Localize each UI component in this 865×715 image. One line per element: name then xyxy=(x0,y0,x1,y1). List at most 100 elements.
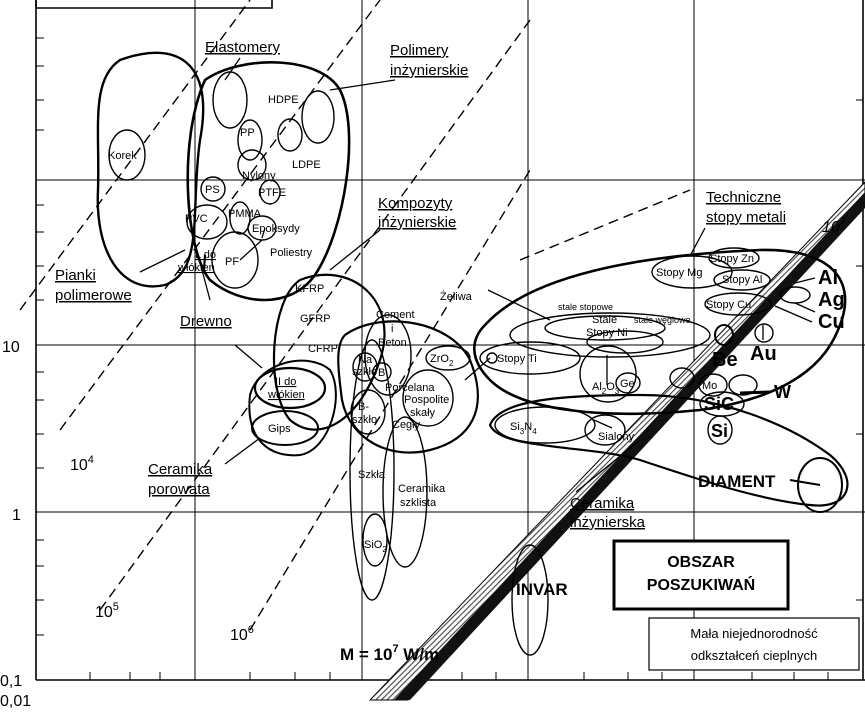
mat-pf: PF xyxy=(225,256,239,268)
mat-pospolite-1: Pospolite xyxy=(404,394,449,406)
obszar-box: OBSZAR POSZUKIWAŃ xyxy=(612,539,790,611)
el-diament: DIAMENT xyxy=(698,472,776,491)
mat-ps: PS xyxy=(205,184,220,196)
label-ceramika-inz-2: inżynierska xyxy=(570,514,646,531)
mat-stale-stopowe: stale stopowe xyxy=(558,302,613,312)
el-si: Si xyxy=(711,421,728,441)
mat-gips: Gips xyxy=(268,423,291,435)
mat-zro2: ZrO2 xyxy=(430,353,454,368)
mat-l-wlokien-1: L do xyxy=(195,249,216,261)
label-drewno: Drewno xyxy=(180,313,232,330)
m-label: M = 107 W/m xyxy=(340,643,439,664)
iso-label-1e5: 105 xyxy=(95,601,119,621)
mat-stale-weglowe: stale węglowe xyxy=(634,315,691,325)
label-pianki-1: Pianki xyxy=(55,267,96,284)
mat-stopy-mg: Stopy Mg xyxy=(656,267,702,279)
mat-stopy-ti: Stopy Ti xyxy=(497,353,537,365)
envelope-metale xyxy=(473,248,847,416)
mat-cegly: Cegły xyxy=(392,419,421,431)
iso-label-1e4: 104 xyxy=(70,454,94,474)
envelope-kompozyty xyxy=(272,273,386,431)
mat-ceramika-sz-2: szklista xyxy=(400,497,437,509)
plot-frame xyxy=(35,0,865,681)
mat-sialony: Sialony xyxy=(598,431,635,443)
mat-sio2: SiO2 xyxy=(364,539,387,554)
mat-stopy-cu: Stopy Cu xyxy=(706,299,751,311)
label-ceramika-inz-1: Ceramika xyxy=(570,495,635,512)
mat-al2o3: Al2O3 xyxy=(592,381,620,396)
mat-cement-2: i xyxy=(391,323,393,335)
m-iso-band-dark xyxy=(394,192,865,700)
mat-pp: PP xyxy=(240,127,255,139)
mat-b-szklo-1: B- xyxy=(358,401,369,413)
obszar-line-2: POSZUKIWAŃ xyxy=(647,575,755,594)
mat-stale: Stale xyxy=(592,314,617,326)
mat-ptfe: PTFE xyxy=(258,187,286,199)
mala-line-1: Mała niejednorodność xyxy=(690,626,818,641)
mat-epoksydy: Epoksydy xyxy=(252,223,300,235)
el-invar: INVAR xyxy=(516,580,568,599)
iso-label-1e7: 107 xyxy=(822,216,847,236)
el-au: Au xyxy=(750,343,777,365)
el-ag: Ag xyxy=(818,289,845,311)
label-ceramika-por-1: Ceramika xyxy=(148,461,213,478)
label-polimery-1: Polimery xyxy=(390,42,449,59)
mala-line-2: odkształceń cieplnych xyxy=(691,648,817,663)
axis-labels: 10 1 0,1 0,01 xyxy=(0,339,31,710)
x-tick-001: 0,01 xyxy=(0,693,31,710)
mat-si3n4: Si3N4 xyxy=(510,421,537,436)
mat-cement-1: Cement xyxy=(376,309,415,321)
y-tick-1: 1 xyxy=(12,507,21,524)
mat-pmma: PMMA xyxy=(228,208,262,220)
mat-stopy-ni: Stopy Ni xyxy=(586,327,628,339)
mat-szkla: Szkła xyxy=(358,469,386,481)
label-kompozyty-2: inżynierskie xyxy=(378,214,456,231)
mat-gfrp: GFRP xyxy=(300,313,331,325)
envelope-drewno xyxy=(248,359,337,457)
iso-labels: 104 105 106 107 xyxy=(70,216,847,644)
el-al: Al xyxy=(818,267,838,289)
mala-box: Mała niejednorodność odkształceń cieplny… xyxy=(648,617,860,671)
leader-lines xyxy=(139,57,821,493)
element-labels: Al Ag Cu Au Be SiC W Si DIAMENT INVAR xyxy=(516,267,845,599)
mat-pvc: PVC xyxy=(185,213,208,225)
label-ceramika-por-2: porowata xyxy=(148,481,210,498)
family-labels: Elastomery Polimery inżynierskie Kompozy… xyxy=(55,39,786,531)
mat-pospolite-2: skały xyxy=(410,407,436,419)
iso-label-1e6: 106 xyxy=(230,624,254,644)
mat-ge: Ge xyxy=(620,378,635,390)
family-envelopes xyxy=(96,51,849,507)
envelope-pianki xyxy=(96,51,205,288)
envelope-ceramika xyxy=(337,320,479,454)
el-be: Be xyxy=(712,349,738,371)
material-labels: Korek HDPE PP LDPE Nylony PS PTFE PVC PM… xyxy=(108,94,762,554)
y-tick-10: 10 xyxy=(2,339,20,356)
mat-na-2: szkło xyxy=(352,366,377,378)
mat-ii-wlokien-1: II do xyxy=(275,376,296,388)
el-sic: SiC xyxy=(704,394,734,414)
el-cu: Cu xyxy=(818,311,845,333)
obszar-line-1: OBSZAR xyxy=(667,554,735,571)
mat-mo: Mo xyxy=(702,380,717,392)
mat-l-wlokien-2: włókien xyxy=(177,262,215,274)
mat-ldpe: LDPE xyxy=(292,159,321,171)
mat-hdpe: HDPE xyxy=(268,94,299,106)
mat-nylony: Nylony xyxy=(242,170,276,182)
label-kompozyty-1: Kompozyty xyxy=(378,195,453,212)
label-polimery-2: inżynierskie xyxy=(390,62,468,79)
label-techniczne-2: stopy metali xyxy=(706,209,786,226)
mat-ceramika-sz-1: Ceramika xyxy=(398,483,446,495)
mat-stopy-zn: Stopy Zn xyxy=(710,253,754,265)
label-elastomery: Elastomery xyxy=(205,39,281,56)
el-w: W xyxy=(774,382,791,402)
mat-zeliwa: Żeliwa xyxy=(440,290,473,303)
label-techniczne-1: Techniczne xyxy=(706,189,781,206)
mat-stopy-al: Stopy Al xyxy=(722,274,762,286)
mat-korek: Korek xyxy=(108,150,137,162)
mat-na-1: Na xyxy=(358,354,373,366)
iso-lines xyxy=(19,0,691,631)
mat-b-szklo-2: szkło xyxy=(352,414,377,426)
y-tick-01: 0,1 xyxy=(0,673,22,690)
